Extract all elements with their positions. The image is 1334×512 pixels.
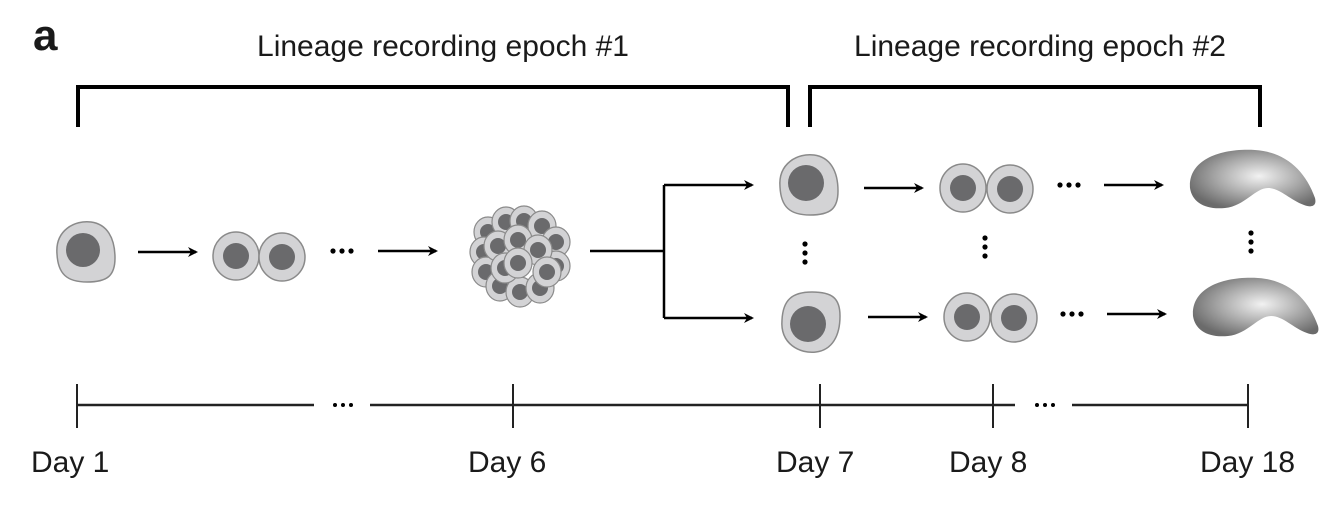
epoch-1-bracket <box>76 85 790 127</box>
branch-line <box>590 185 666 318</box>
epoch-2-bracket <box>808 85 1262 127</box>
ellipsis-dots <box>330 248 354 254</box>
dividing-cells-top-icon <box>939 163 1034 214</box>
day-label: Day 18 <box>1200 446 1295 479</box>
day-label: Day 7 <box>776 446 854 479</box>
differentiated-cell-top-icon <box>1189 149 1316 209</box>
vertical-ellipsis <box>1248 230 1254 254</box>
branch-cell-top-icon <box>779 154 839 216</box>
day-label: Day 6 <box>468 446 546 479</box>
timeline <box>76 384 1249 428</box>
panel-label: a <box>33 11 58 60</box>
vertical-ellipsis <box>802 241 808 265</box>
differentiated-cell-bottom-icon <box>1192 277 1319 337</box>
branch-cell-bottom-icon <box>781 291 841 353</box>
cell-cluster-icon <box>469 205 571 308</box>
vertical-ellipsis <box>982 235 988 259</box>
dividing-cells-bottom-icon <box>943 292 1038 343</box>
epoch-2-title: Lineage recording epoch #2 <box>854 30 1226 63</box>
day-label: Day 1 <box>31 446 109 479</box>
day-label: Day 8 <box>949 446 1027 479</box>
dividing-cells-icon <box>212 231 306 282</box>
epoch-1-title: Lineage recording epoch #1 <box>257 30 629 63</box>
single-cell-icon <box>56 221 116 283</box>
timeline-ellipsis <box>333 403 1055 407</box>
ellipsis-dots <box>1057 182 1084 317</box>
